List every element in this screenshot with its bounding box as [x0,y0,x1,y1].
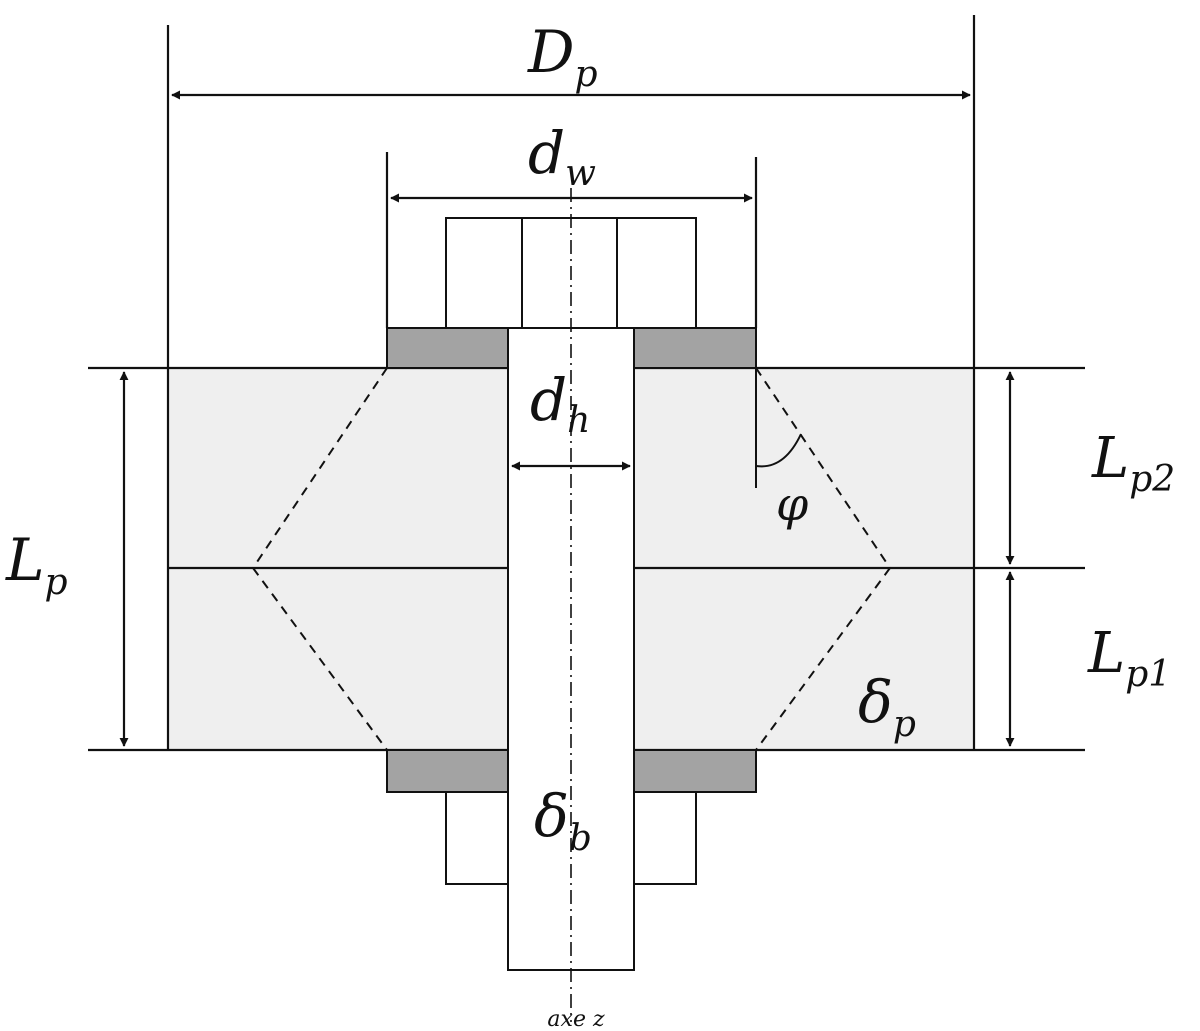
label-axis: axe z [547,1007,605,1031]
label-delta-b: δb [534,782,592,859]
label-dw: dw [528,119,596,194]
label-Lp2: Lp2 [1091,426,1175,500]
plate-upper [168,368,974,568]
label-phi: φ [776,477,809,531]
label-Lp1: Lp1 [1087,621,1171,695]
label-Dp: Dp [527,18,598,95]
dimension-Dp [166,15,976,368]
label-Lp: Lp [5,526,68,603]
label-delta-p: δp [858,668,916,745]
nut [445,791,697,885]
dimension-dw [385,152,758,328]
plate-lower [168,568,974,750]
washer-top [386,327,757,369]
pressure-cone [252,367,891,751]
angle-phi-marker [755,368,802,488]
washer-bottom [386,749,757,793]
label-dh: dh [530,366,590,441]
